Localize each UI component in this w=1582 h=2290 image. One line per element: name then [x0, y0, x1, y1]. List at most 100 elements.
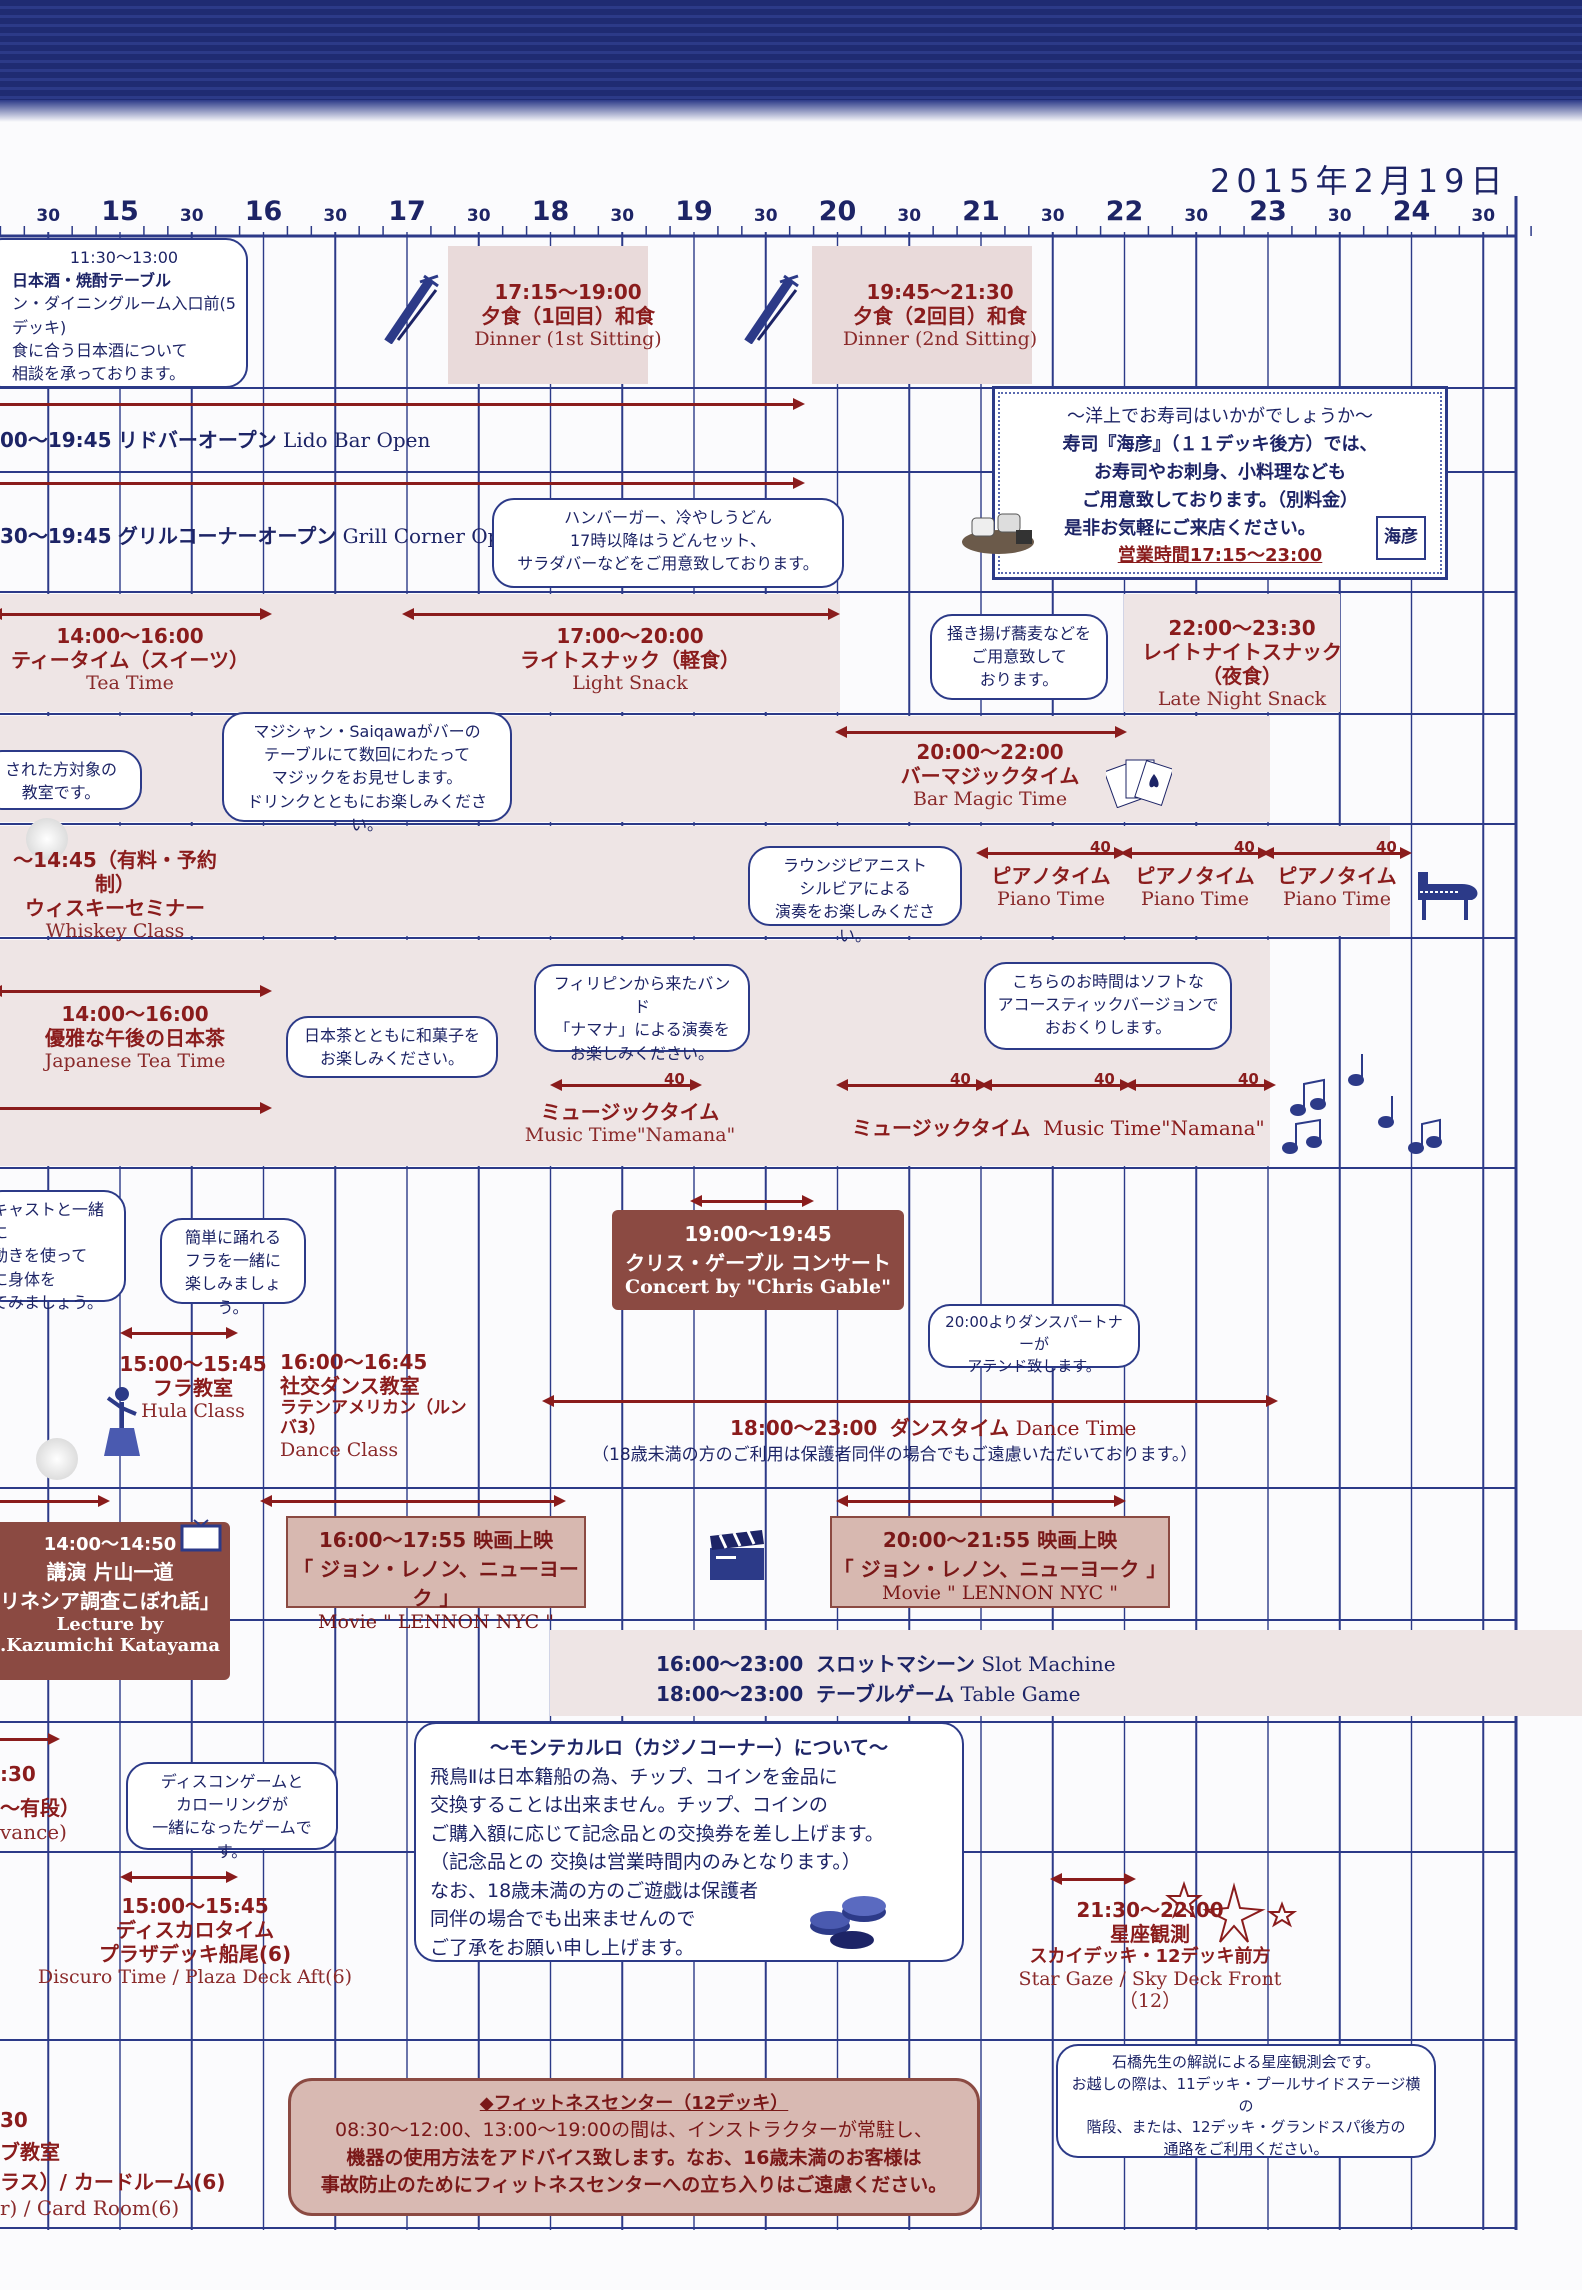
grill-corner-open: 30～19:45 グリルコーナーオープン Grill Corner Open	[0, 520, 525, 549]
half-hour-label: 30	[610, 206, 635, 226]
cutlery-icon	[740, 272, 802, 348]
dance-time: 18:00～23:00 ダンスタイム Dance Time	[730, 1412, 1136, 1441]
dance-time-ja: ダンスタイム	[890, 1416, 1010, 1440]
dance-time-arrow	[542, 1395, 1278, 1407]
whiskey-seminar: ～14:45（有料・予約制） ウィスキーセミナー Whiskey Class	[0, 848, 230, 943]
disco-1: ディスコンゲームと	[160, 1772, 304, 1791]
dinner1-en: Dinner (1st Sitting)	[474, 328, 662, 350]
discuro-loc: プラザデッキ船尾(6)	[98, 1942, 292, 1966]
grill-menu-3: サラダバーなどをご用意致しております。	[517, 554, 819, 574]
hula-b-3: 楽しみましょう。	[184, 1274, 281, 1317]
jtea-ja: 優雅な午後の日本茶	[45, 1026, 225, 1050]
magic-ja: バーマジックタイム	[900, 764, 1080, 788]
sushi-line-1: ～洋上でお寿司はいかがでしょうか～	[1067, 406, 1373, 427]
stargaze-bubble: 石橋先生の解説による星座観測会です。 お越しの際は、11デッキ・プールサイドステ…	[1056, 2044, 1436, 2158]
social-ja: 社交ダンス教室	[280, 1374, 420, 1398]
music-dur-1: 40	[664, 1070, 685, 1088]
grill-arrow	[0, 477, 805, 489]
hula-en: Hula Class	[141, 1400, 245, 1422]
hour-label-21: 21	[962, 196, 1000, 227]
casino-line-3: ご購入額に応じて記念品との交換券を差し上げます。	[430, 1822, 884, 1845]
cast-3: に身体を	[0, 1269, 57, 1289]
jtea-bubble-1: 日本茶とともに和菓子を	[303, 1026, 480, 1045]
magic-time: 20:00～22:00	[916, 740, 1064, 764]
stargaze-time: 21:30～22:00	[1076, 1898, 1224, 1922]
dinner1-time: 17:15～19:00	[494, 280, 642, 304]
band-2: 「ナマナ」による演奏を	[554, 1020, 730, 1040]
lecture-arrow	[0, 1495, 110, 1507]
music-arrow-1	[550, 1079, 702, 1091]
magic-en: Bar Magic Time	[912, 788, 1068, 810]
movie1-time: 16:00～17:55 映画上映	[318, 1528, 554, 1552]
casino-chips-icon	[808, 1888, 892, 1956]
discuro-en: Discuro Time / Plaza Deck Aft(6)	[37, 1966, 353, 1988]
tea-arrow	[0, 608, 272, 620]
half-hour-label: 30	[1471, 206, 1496, 226]
star-b-3: 階段、または、12デッキ・グランドスパ後方の	[1086, 2118, 1406, 2137]
concert-ja: クリス・ゲーブル コンサート	[625, 1251, 891, 1275]
half-hour-label: 30	[1327, 206, 1352, 226]
class-bubble: された方対象の 教室です。	[0, 750, 142, 810]
bar-magic-time: 20:00～22:00 バーマジックタイム Bar Magic Time	[860, 740, 1120, 811]
sake-title: 日本酒・焼酎テーブル	[12, 271, 172, 291]
hour-label-19: 19	[675, 196, 713, 227]
casino-line-6: 同伴の場合でも出来ませんので	[430, 1908, 696, 1930]
magic-arrow	[835, 726, 1127, 738]
fitness-center-box: ◆フィットネスセンター（12デッキ） 08:30～12:00、13:00～19:…	[288, 2078, 980, 2216]
dance-partner-bubble: 20:00よりダンスパートナーが アテンド致します。	[928, 1304, 1140, 1375]
jtea-arrow	[0, 985, 272, 997]
jtea-time: 14:00～16:00	[61, 1002, 209, 1026]
stargaze-loc: スカイデッキ・12デッキ前方	[1029, 1946, 1271, 1967]
cast-4: てみましょう。	[0, 1292, 104, 1312]
half-hour-label: 30	[36, 206, 61, 226]
lecture-ja2: リネシア調査こぼれ話」	[0, 1589, 220, 1613]
concert-arrow	[690, 1195, 814, 1207]
soba-bubble: 掻き揚げ蕎麦などを ご用意致して おります。	[930, 614, 1108, 700]
casino-line-4: （記念品との 交換は営業時間内のみとなります。）	[430, 1851, 861, 1873]
fitness-line-1: 08:30～12:00、13:00～19:00の間は、インストラクターが常駐し、	[335, 2119, 933, 2142]
hula-arrow	[120, 1327, 238, 1339]
disco-bubble: ディスコンゲームと カローリングが 一緒になったゲームです。	[126, 1762, 338, 1861]
music-arrow-4	[1124, 1079, 1276, 1091]
header-band	[0, 0, 1582, 118]
slot-ja: スロットマシーン	[816, 1652, 976, 1676]
casino-line-5: なお、18歳未満の方のご遊戯は保護者	[430, 1879, 759, 1902]
magic-2: テーブルにて数回にわたって	[263, 745, 471, 765]
music-dur-2: 40	[950, 1070, 971, 1088]
movie-lennon-2: 20:00～21:55 映画上映 「 ジョン・レノン、ニューヨーク 」 Movi…	[830, 1516, 1170, 1608]
social-time: 16:00～16:45	[280, 1350, 428, 1374]
hour-label-17: 17	[388, 196, 426, 227]
half-hour-label: 30	[466, 206, 491, 226]
table-time: 18:00～23:00	[656, 1682, 804, 1706]
movie2-arrow	[836, 1495, 1126, 1507]
sushi-hours: 営業時間17:15～23:00	[1117, 545, 1323, 567]
whiskey-ja: ウィスキーセミナー	[25, 896, 205, 920]
piano-row-bg	[920, 826, 1390, 936]
table-en: Table Game	[960, 1682, 1081, 1706]
stargaze-arrow	[1050, 1873, 1136, 1885]
music-ja-2: ミュージックタイム	[852, 1116, 1031, 1140]
piano-ja: ピアノタイム	[1277, 864, 1397, 888]
grill-menu-2: 17時以降はうどんセット、	[569, 531, 767, 551]
light-snack-en: Light Snack	[572, 672, 688, 694]
stargaze-en: Star Gaze / Sky Deck Front（12）	[1018, 1967, 1282, 2013]
stars-icon	[1164, 1880, 1304, 1954]
hula-ja: フラ教室	[153, 1376, 233, 1400]
social-sub: ラテンアメリカン（ルンバ3）	[280, 1398, 467, 1439]
left-bottom-c: ラス）/ カードルーム(6)	[0, 2170, 226, 2194]
casino-line-1: 飛鳥Ⅱは日本籍船の為、チップ、コインを金品に	[430, 1765, 838, 1788]
grill-menu-bubble: ハンバーガー、冷やしうどん 17時以降はうどんセット、 サラダバーなどをご用意致…	[492, 498, 844, 588]
half-hour-label: 30	[323, 206, 348, 226]
piano-dur: 40	[1090, 838, 1111, 856]
discuro-arrow	[120, 1871, 238, 1883]
star-gaze: 21:30～22:00 星座観測 スカイデッキ・12デッキ前方 Star Gaz…	[1000, 1898, 1300, 2013]
piano-dur: 40	[1234, 838, 1255, 856]
jtea-bubble: 日本茶とともに和菓子を お楽しみください。	[286, 1016, 498, 1078]
hula-dancer-icon	[100, 1384, 144, 1468]
magic-1: マジシャン・Saiqawaがバーの	[253, 722, 481, 741]
hour-label-16: 16	[244, 196, 283, 227]
hour-label-23: 23	[1249, 196, 1287, 227]
discuro-ja: ディスカロタイム	[115, 1918, 275, 1942]
clapperboard-icon	[706, 1528, 768, 1588]
